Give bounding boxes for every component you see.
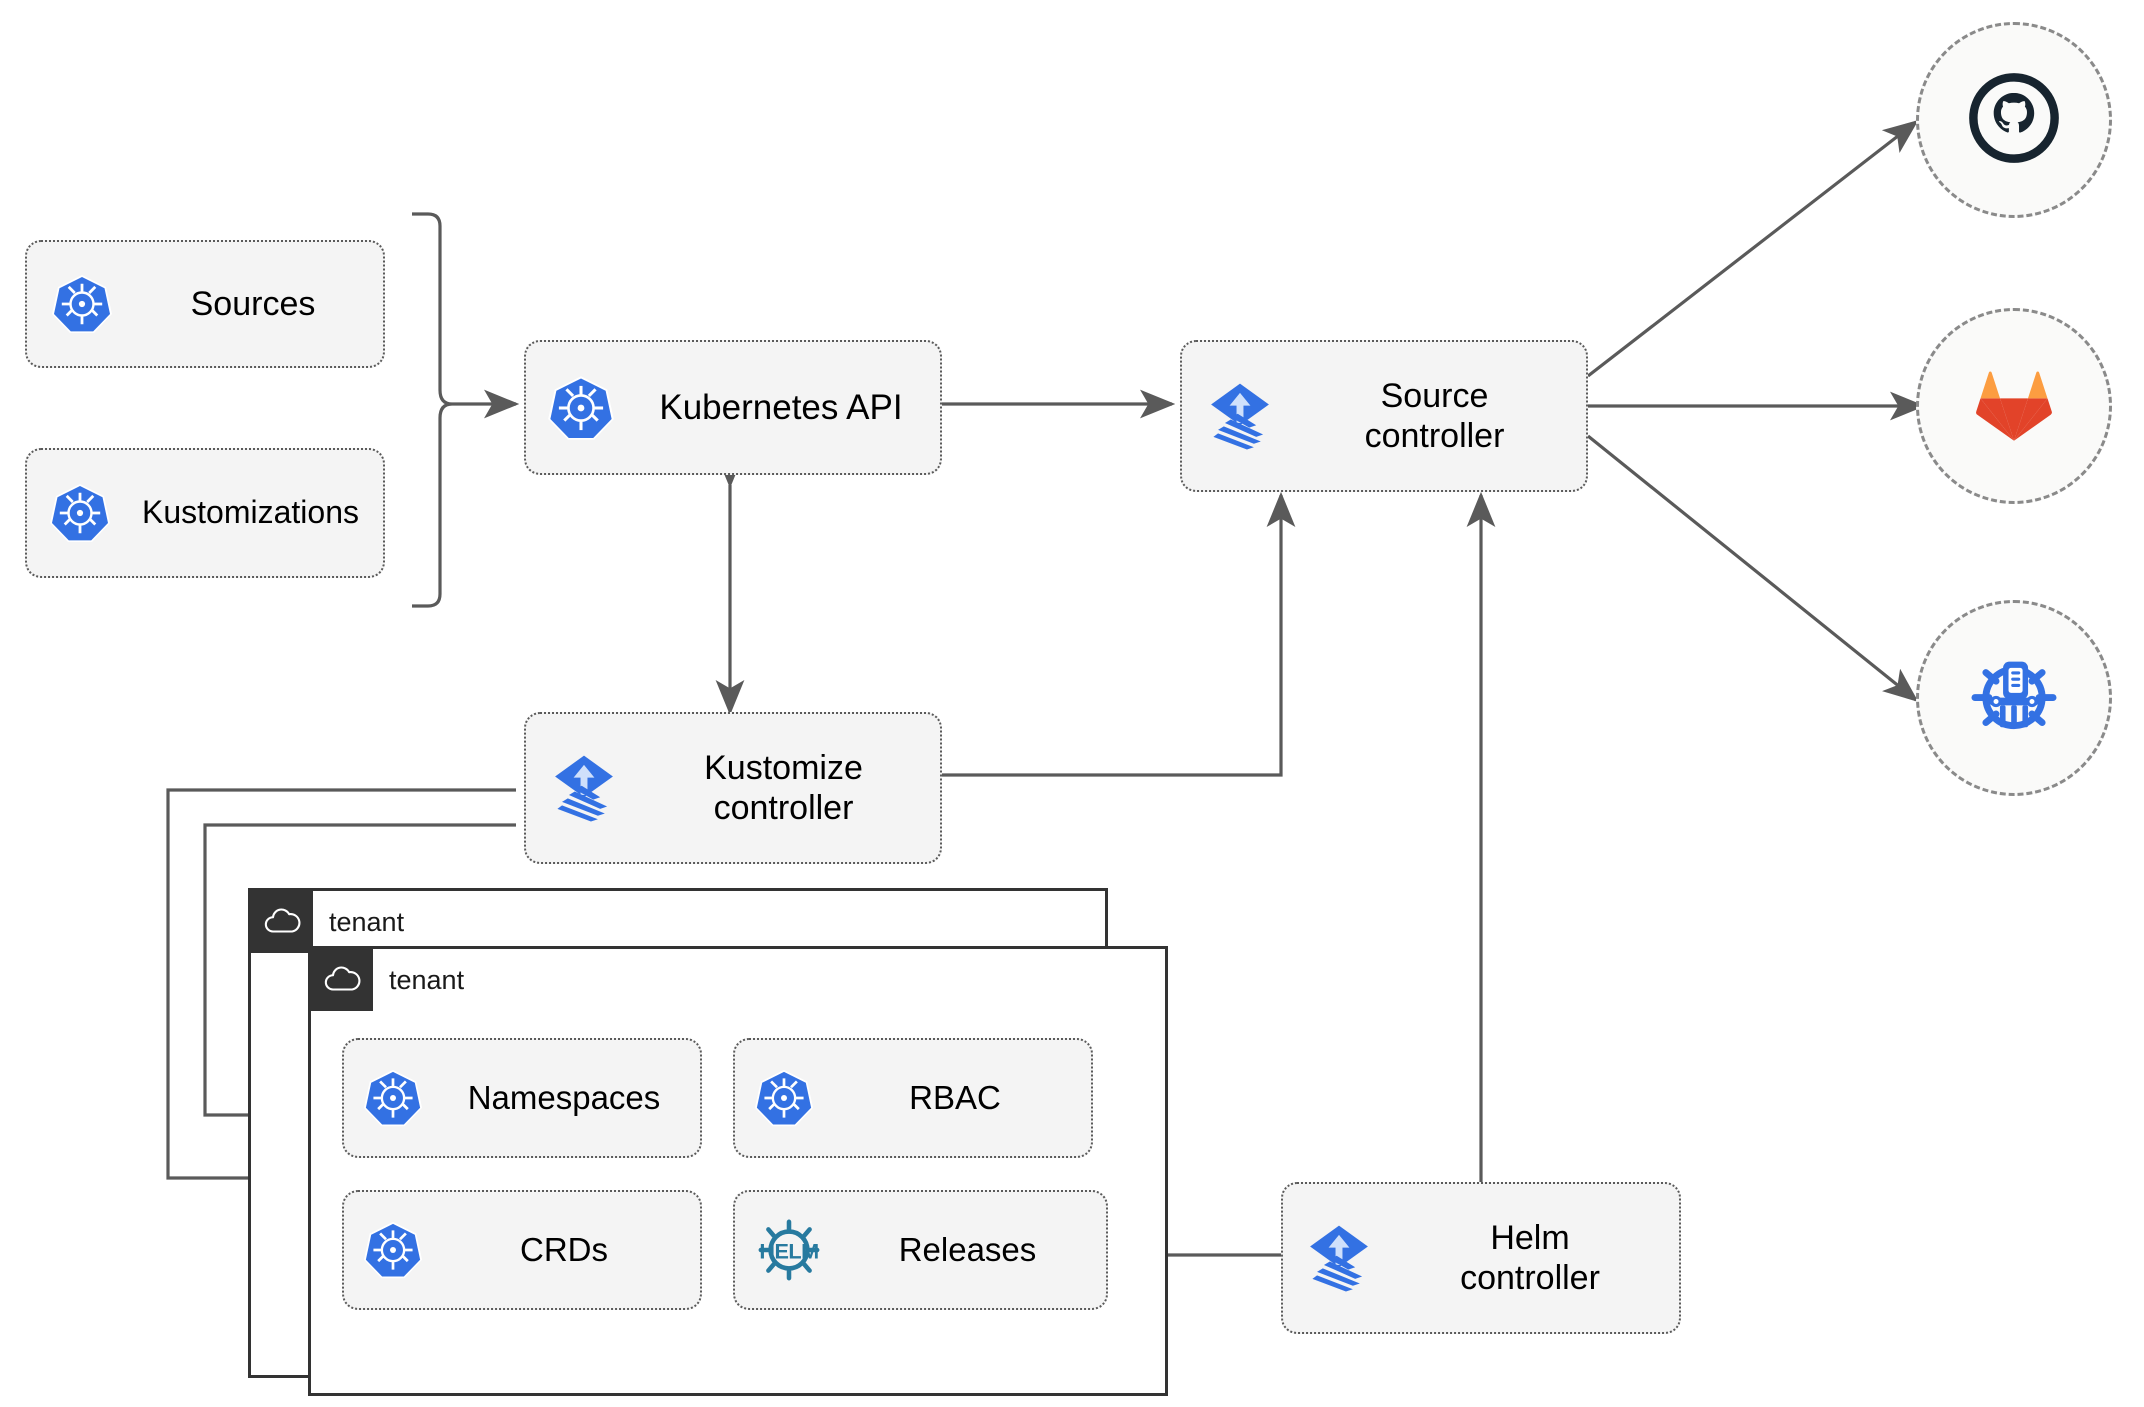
node-source-controller-label: Source controller <box>1364 376 1505 455</box>
kubernetes-icon <box>526 373 636 443</box>
svg-text:HELM: HELM <box>759 1239 818 1264</box>
cloud-icon <box>251 891 313 953</box>
node-source-controller[interactable]: Source controller <box>1180 340 1588 492</box>
helm-icon: HELM <box>735 1215 843 1285</box>
node-sources-label: Sources <box>190 284 316 323</box>
node-rbac-label: RBAC <box>909 1078 1001 1116</box>
kubernetes-icon <box>344 1219 442 1281</box>
node-crds[interactable]: CRDs <box>342 1190 702 1310</box>
github-icon <box>1962 66 2066 175</box>
node-kustomize-controller[interactable]: Kustomize controller <box>524 712 942 864</box>
node-helm-controller[interactable]: Helm controller <box>1281 1182 1681 1334</box>
helm-charts-icon <box>1964 646 2064 751</box>
node-helm-controller-label: Helm controller <box>1460 1218 1600 1297</box>
node-releases[interactable]: HELM Releases <box>733 1190 1108 1310</box>
node-crds-label: CRDs <box>520 1230 608 1268</box>
node-kustomizations[interactable]: Kustomizations <box>25 448 385 578</box>
provider-helm-charts[interactable] <box>1916 600 2112 796</box>
node-kubernetes-api[interactable]: Kubernetes API <box>524 340 942 475</box>
cloud-icon <box>311 949 373 1011</box>
kubernetes-icon <box>27 272 137 336</box>
kubernetes-icon <box>735 1067 833 1129</box>
flux-icon <box>1182 379 1297 453</box>
flux-icon <box>1283 1221 1395 1295</box>
provider-github[interactable] <box>1916 22 2112 218</box>
kubernetes-icon <box>27 481 132 545</box>
node-rbac[interactable]: RBAC <box>733 1038 1093 1158</box>
node-namespaces-label: Namespaces <box>467 1078 661 1116</box>
kubernetes-icon <box>344 1067 442 1129</box>
tenant-outer-label: tenant <box>329 906 405 937</box>
provider-gitlab[interactable] <box>1916 308 2112 504</box>
node-namespaces[interactable]: Namespaces <box>342 1038 702 1158</box>
node-sources[interactable]: Sources <box>25 240 385 368</box>
node-kustomize-controller-label: Kustomize controller <box>704 748 863 827</box>
flux-icon <box>526 751 641 825</box>
node-kustomizations-label: Kustomizations <box>142 494 359 531</box>
tenant-inner[interactable]: tenant <box>308 946 1168 1396</box>
tenant-inner-label: tenant <box>389 964 465 995</box>
node-kubernetes-api-label: Kubernetes API <box>659 387 903 427</box>
gitlab-icon <box>1967 357 2061 456</box>
node-releases-label: Releases <box>898 1230 1037 1268</box>
